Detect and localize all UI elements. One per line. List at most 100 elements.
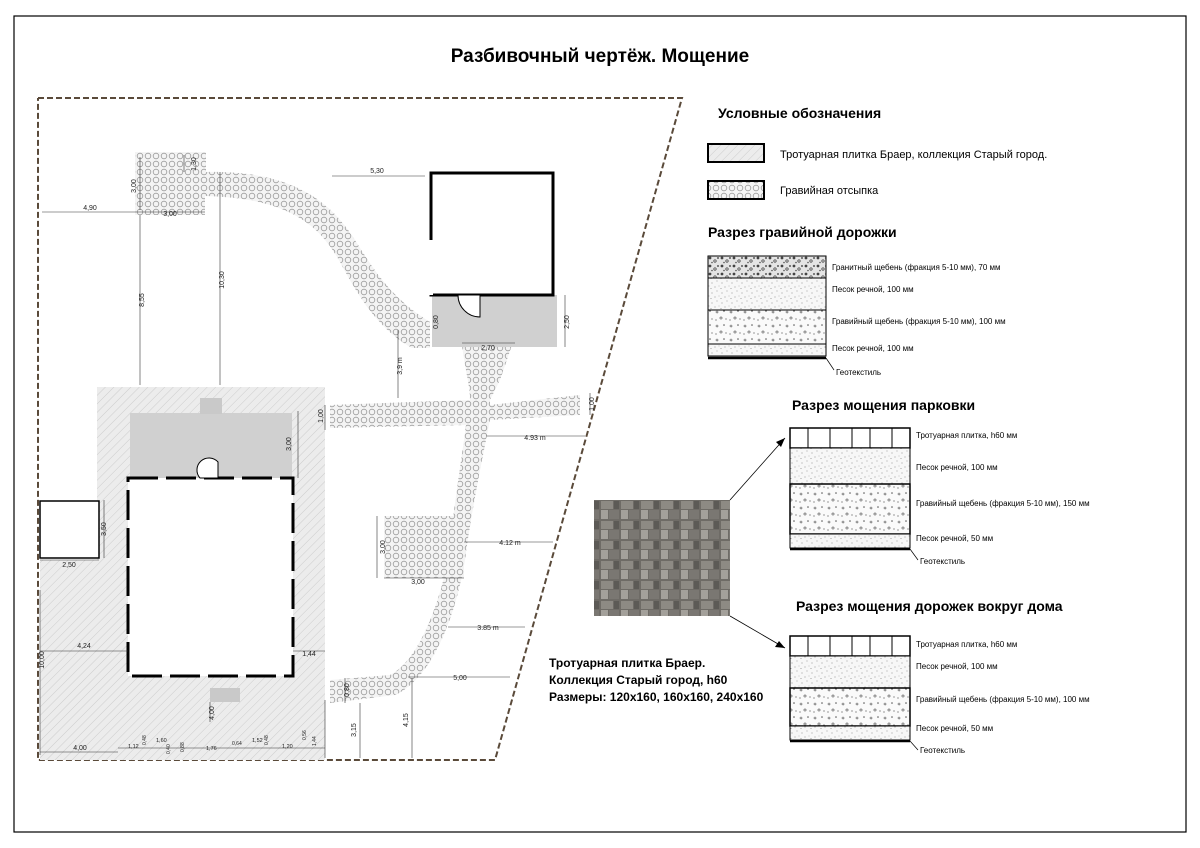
- dim-label: 5,00: [453, 675, 467, 682]
- house-door-swing: [196, 457, 219, 479]
- dim-label: 1,44: [312, 736, 318, 746]
- dim-label: 2,70: [481, 345, 495, 352]
- layer-sand: [707, 277, 827, 311]
- product-note-line1: Тротуарная плитка Браер.: [549, 656, 705, 670]
- layer-sand: [789, 655, 911, 689]
- plot-boundary: [37, 97, 684, 761]
- entrance-step: [200, 398, 222, 414]
- dim-label: 0,40: [166, 744, 172, 754]
- section-parking: Разрез мощения парковки Тротуарная плитк…: [789, 397, 1090, 566]
- garage-apron: [432, 295, 557, 347]
- dim-label: 0,48: [264, 735, 270, 745]
- dim-label: 0,80: [433, 315, 440, 329]
- dim-label: 0,64: [232, 741, 242, 747]
- rear-step: [210, 688, 240, 702]
- dim-label: 4,24: [77, 643, 91, 650]
- garage-door-swing: [457, 294, 481, 318]
- legend-item-gravel: Гравийная отсыпка: [780, 185, 879, 197]
- layer-sand: [789, 447, 911, 485]
- layer-crushed-granite: [707, 255, 827, 279]
- dim-label: 2,50: [564, 315, 571, 329]
- shed-outline: [39, 500, 100, 559]
- layer-label: Геотекстиль: [920, 557, 965, 566]
- dimension-lines: [39, 155, 591, 758]
- legend: Условные обозначения Тротуарная плитка Б…: [707, 105, 1047, 200]
- product-note-line3: Размеры: 120х160, 160х160, 240х160: [549, 690, 764, 704]
- section-heading: Разрез мощения парковки: [792, 397, 975, 413]
- section-heading: Разрез мощения дорожек вокруг дома: [796, 598, 1063, 614]
- layer-sand-bottom: [707, 343, 827, 357]
- layer-label: Геотекстиль: [920, 746, 965, 755]
- sheet-frame: [13, 15, 1187, 833]
- dim-label: 1,00: [318, 409, 325, 423]
- dim-label: 1,20: [282, 744, 293, 750]
- product-note: Тротуарная плитка Браер. Коллекция Стары…: [549, 656, 764, 704]
- dim-label: 3,00: [131, 179, 138, 193]
- section-house-paths: Разрез мощения дорожек вокруг дома Троту…: [789, 598, 1090, 755]
- layer-gravel: [789, 687, 911, 727]
- dim-label: 1,12: [128, 744, 139, 750]
- legend-swatch-hatch: [707, 143, 765, 163]
- dim-label: 1,44: [302, 651, 316, 658]
- layer-label: Гранитный щебень (фракция 5-10 мм), 70 м…: [832, 263, 1001, 272]
- dim-label: 3,00: [163, 211, 177, 218]
- layer-label: Песок речной, 50 мм: [916, 534, 993, 543]
- dim-label: 0,80: [344, 683, 351, 697]
- dim-label: 3,50: [101, 522, 108, 536]
- dim-label: 4,90: [83, 205, 97, 212]
- dim-label: 5,30: [370, 168, 384, 175]
- drawing-title: Разбивочный чертёж. Мощение: [451, 46, 749, 67]
- layer-label: Тротуарная плитка, h60 мм: [916, 431, 1017, 440]
- dim-label: 3,00: [286, 437, 293, 451]
- dim-label: 1,30: [191, 157, 198, 171]
- section-gravel-path: Разрез гравийной дорожки Гранитный щебен…: [707, 224, 1006, 377]
- layer-label: Гравийный щебень (фракция 5-10 мм), 100 …: [916, 695, 1090, 704]
- gravel-parking: [384, 516, 464, 578]
- layer-label: Песок речной, 100 мм: [916, 463, 998, 472]
- legend-item-paving: Тротуарная плитка Браер, коллекция Стары…: [780, 149, 1047, 161]
- section-heading: Разрез гравийной дорожки: [708, 224, 897, 240]
- paving-tile-photo: [594, 500, 730, 616]
- layer-sand-bottom: [789, 725, 911, 741]
- layer-label: Песок речной, 100 мм: [832, 285, 914, 294]
- house-outline: [126, 476, 295, 678]
- gravel-path-north: [135, 152, 430, 348]
- dim-label: 4.93 m: [524, 435, 546, 442]
- product-note-line2: Коллекция Старый город, h60: [549, 673, 728, 687]
- dim-label: 10,00: [39, 651, 46, 669]
- dimension-labels: 3,00 1,30 5,30 4,90 3,00 8,55 10,30 0,80…: [39, 157, 596, 752]
- layer-label: Гравийный щебень (фракция 5-10 мм), 100 …: [832, 317, 1006, 326]
- dim-label: 0,56: [302, 730, 308, 740]
- pointer-line: [729, 615, 786, 649]
- dim-label: 1,60: [156, 738, 167, 744]
- dim-label: 0,88: [180, 742, 186, 752]
- layer-label: Геотекстиль: [836, 368, 881, 377]
- dim-label: 1,00: [589, 397, 596, 411]
- dim-label: 8,55: [139, 293, 146, 307]
- dim-label: 1,76: [206, 746, 217, 752]
- legend-heading: Условные обозначения: [718, 105, 881, 121]
- layer-sand-bottom: [789, 533, 911, 549]
- dim-label: 4,00: [73, 745, 87, 752]
- dim-label: 4,15: [403, 713, 410, 727]
- layer-label: Гравийный щебень (фракция 5-10 мм), 150 …: [916, 499, 1090, 508]
- dim-label: 3,00: [380, 540, 387, 554]
- layer-label: Песок речной, 100 мм: [916, 662, 998, 671]
- shed-paving-area: [40, 560, 100, 760]
- dim-label: 10,30: [219, 271, 226, 289]
- layer-gravel: [789, 483, 911, 535]
- dim-label: 1,52: [252, 738, 263, 744]
- layer-label: Песок речной, 100 мм: [832, 344, 914, 353]
- layer-label: Песок речной, 50 мм: [916, 724, 993, 733]
- dim-label: 3,00: [411, 579, 425, 586]
- layer-gravel: [707, 309, 827, 345]
- layer-label: Тротуарная плитка, h60 мм: [916, 640, 1017, 649]
- dim-label: 3,9 m: [397, 357, 404, 375]
- legend-swatch-gravel: [707, 180, 765, 200]
- small-dimension-labels: 1,60 1,76 1,52 1,20 1,12 0,48 0,64 0,48 …: [128, 730, 318, 754]
- garage-outline: [429, 171, 555, 297]
- dim-label: 3.85 m: [477, 625, 499, 632]
- site-plan: 3,00 1,30 5,30 4,90 3,00 8,55 10,30 0,80…: [37, 97, 684, 761]
- dim-label: 0,48: [142, 735, 148, 745]
